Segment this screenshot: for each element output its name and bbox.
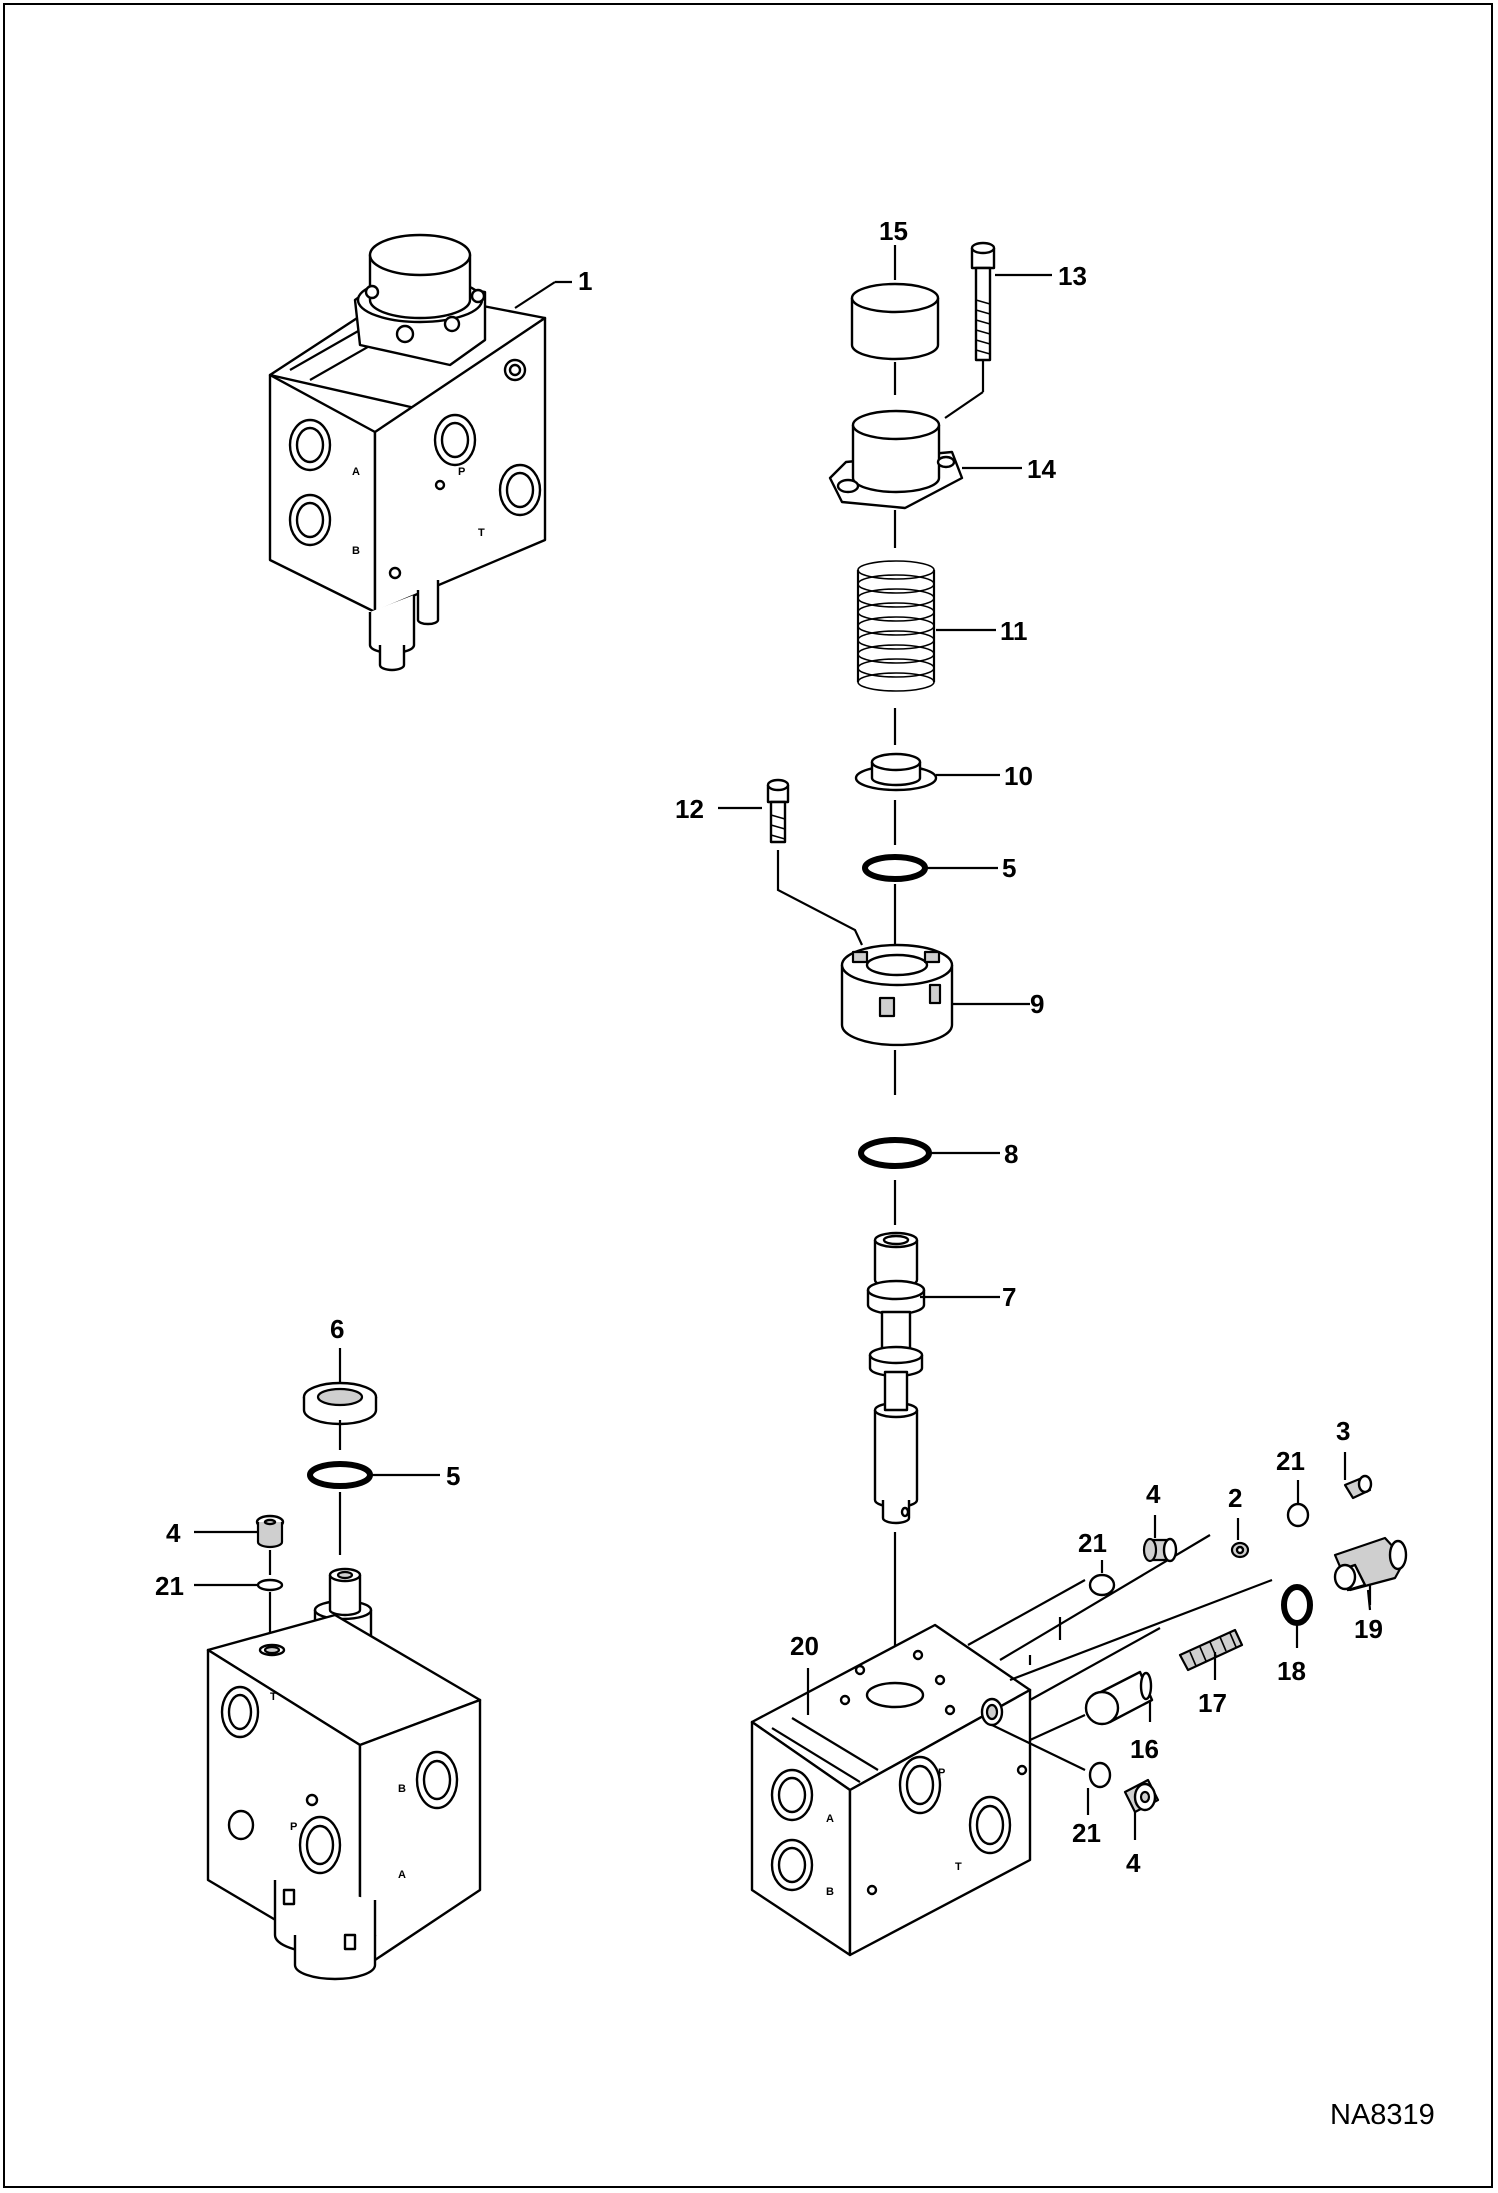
part-15-cap <box>850 282 940 361</box>
callout-4-b: 4 <box>1146 1479 1161 1509</box>
callout-12: 12 <box>675 794 704 824</box>
port-mark-a-body: A <box>826 1813 834 1825</box>
callout-21-d: 21 <box>1072 1818 1101 1848</box>
drawing-code: NA8319 <box>1330 2099 1435 2131</box>
port-mark-t: T <box>478 527 485 539</box>
port-mark-b-body: B <box>826 1886 834 1898</box>
port-mark-a: A <box>352 466 360 478</box>
port-mark-b-left: B <box>398 1783 406 1795</box>
callout-8: 8 <box>1004 1139 1018 1169</box>
callout-4-c: 4 <box>1126 1848 1141 1878</box>
part-12-screw <box>766 778 790 844</box>
part-13-screw <box>970 241 996 362</box>
callout-21-a: 21 <box>1276 1446 1305 1476</box>
callout-17: 17 <box>1198 1688 1227 1718</box>
part-17-spring <box>1178 1628 1244 1672</box>
callout-2: 2 <box>1228 1483 1242 1513</box>
callout-5-left: 5 <box>446 1461 460 1491</box>
port-mark-p: P <box>458 466 465 478</box>
part-6-seal <box>302 1381 378 1426</box>
part-8-o-ring <box>858 1137 932 1169</box>
callout-11: 11 <box>1000 616 1028 646</box>
callout-15: 15 <box>879 216 908 246</box>
callout-5-upper: 5 <box>1002 853 1016 883</box>
part-3-plug <box>1343 1474 1373 1500</box>
port-mark-p-body: P <box>938 1767 945 1779</box>
valve-body-20: A B P T <box>750 1623 1032 1957</box>
part-16-poppet <box>1084 1670 1154 1726</box>
port-mark-a-left: A <box>398 1869 406 1881</box>
diagram-frame <box>3 3 1493 2188</box>
part-10-spring-seat <box>854 752 938 792</box>
callout-1: 1 <box>578 266 592 296</box>
callout-9: 9 <box>1030 989 1044 1019</box>
callout-10: 10 <box>1004 761 1033 791</box>
callout-20: 20 <box>790 1631 819 1661</box>
part-21-o-ring-left <box>256 1578 284 1592</box>
part-9-nut <box>840 943 954 1047</box>
callout-21-c: 21 <box>1078 1528 1107 1558</box>
part-5-o-ring <box>862 854 928 882</box>
part-14-housing <box>828 409 964 510</box>
part-5-o-ring-left <box>307 1461 373 1489</box>
port-mark-t-left: T <box>270 1691 277 1703</box>
part-21-o-ring-b <box>1088 1573 1116 1597</box>
callout-7: 7 <box>1002 1282 1016 1312</box>
valve-assembly: A B P T <box>268 233 547 672</box>
callout-18: 18 <box>1277 1656 1306 1686</box>
part-7-spool <box>866 1231 926 1525</box>
part-11-spring <box>856 560 936 692</box>
port-mark-b: B <box>352 545 360 557</box>
part-21-o-ring-a <box>1286 1502 1310 1528</box>
callout-6: 6 <box>330 1314 344 1344</box>
callout-19: 19 <box>1354 1614 1383 1644</box>
part-21-o-ring-d <box>1088 1761 1112 1789</box>
part-18-o-ring <box>1281 1584 1313 1626</box>
port-mark-p-left: P <box>290 1821 297 1833</box>
callout-14: 14 <box>1027 454 1056 484</box>
callout-21-left: 21 <box>155 1571 184 1601</box>
callout-4-left: 4 <box>166 1518 181 1548</box>
callout-3: 3 <box>1336 1416 1350 1446</box>
part-4-plug-c <box>1123 1778 1160 1814</box>
part-4-plug-b <box>1142 1537 1178 1563</box>
part-4-plug-left <box>255 1514 285 1549</box>
callout-16: 16 <box>1130 1734 1159 1764</box>
part-19-fitting <box>1333 1536 1408 1592</box>
valve-body-lower-left: T P B A <box>206 1567 482 1981</box>
port-mark-t-body: T <box>955 1861 962 1873</box>
callout-13: 13 <box>1058 261 1087 291</box>
